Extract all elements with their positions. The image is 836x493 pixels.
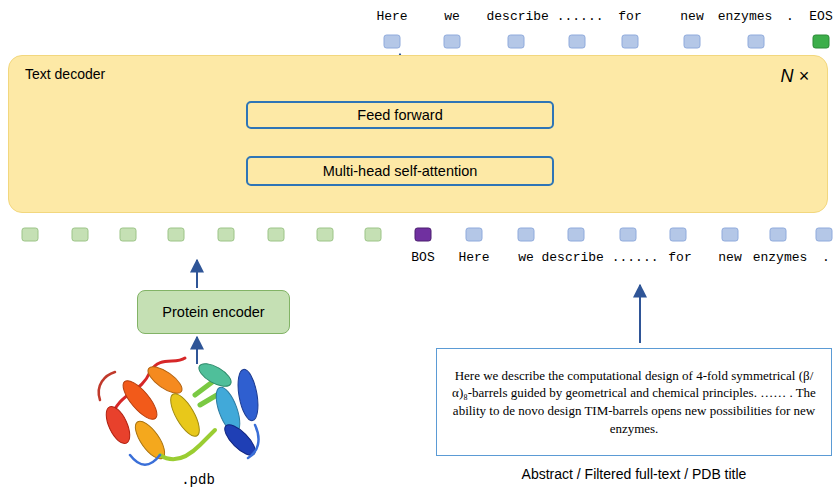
encoder-arrow <box>196 260 198 288</box>
band-title: Text decoder <box>25 66 105 82</box>
token-label: . <box>822 250 830 265</box>
protein-token <box>120 228 136 241</box>
output-token <box>508 35 524 48</box>
box-label: Multi-head self-attention <box>323 163 478 179</box>
protein-token <box>317 228 333 241</box>
eos-token <box>813 35 829 48</box>
token-label: BOS <box>411 250 434 265</box>
caption-label: Abstract / Filtered full-text / PDB titl… <box>522 466 747 482</box>
protein-token <box>365 228 381 241</box>
input-token <box>568 228 584 241</box>
protein-token <box>72 228 88 241</box>
output-token <box>569 35 585 48</box>
input-token <box>670 228 686 241</box>
encoder-box: Protein encoder <box>137 290 290 334</box>
abstract-text: Here we describe the computational desig… <box>451 367 817 437</box>
token-label: enzymes <box>753 250 808 265</box>
token-label: Here <box>376 9 407 24</box>
token-label: enzymes <box>718 9 773 24</box>
token-label: . <box>786 9 794 24</box>
token-label: for <box>618 9 641 24</box>
output-token <box>622 35 638 48</box>
protein-token <box>22 228 38 241</box>
token-label: new <box>680 9 703 24</box>
protein-token <box>218 228 234 241</box>
protein-structure <box>99 358 262 465</box>
token-label: we <box>444 9 460 24</box>
pdb-arrow <box>196 337 198 364</box>
output-token <box>748 35 764 48</box>
token-label: Here <box>458 250 489 265</box>
bos-token <box>415 228 431 241</box>
input-token <box>722 228 738 241</box>
input-token <box>770 228 786 241</box>
token-label: new <box>718 250 741 265</box>
input-token <box>466 228 482 241</box>
token-label: EOS <box>809 9 832 24</box>
box-label: Protein encoder <box>162 304 264 320</box>
process-box: Multi-head self-attention <box>246 156 554 186</box>
text-arrow <box>639 285 641 343</box>
token-label: for <box>668 250 691 265</box>
output-token <box>384 35 400 48</box>
output-token <box>684 35 700 48</box>
token-label: describe ...... <box>541 250 658 265</box>
input-token <box>620 228 636 241</box>
protein-token <box>268 228 284 241</box>
token-label: describe ...... <box>486 9 603 24</box>
repeat-label: N × <box>780 66 809 87</box>
text-box: Here we describe the computational desig… <box>436 348 832 456</box>
file-label: .pdb <box>181 472 215 488</box>
decoder-band: Text decoder N × Feed forwardMulti-head se… <box>8 55 828 213</box>
output-token <box>444 35 460 48</box>
input-token <box>518 228 534 241</box>
input-token <box>816 228 832 241</box>
process-box: Feed forward <box>246 101 554 129</box>
box-label: Feed forward <box>357 107 442 123</box>
token-label: we <box>518 250 534 265</box>
protein-token <box>168 228 184 241</box>
